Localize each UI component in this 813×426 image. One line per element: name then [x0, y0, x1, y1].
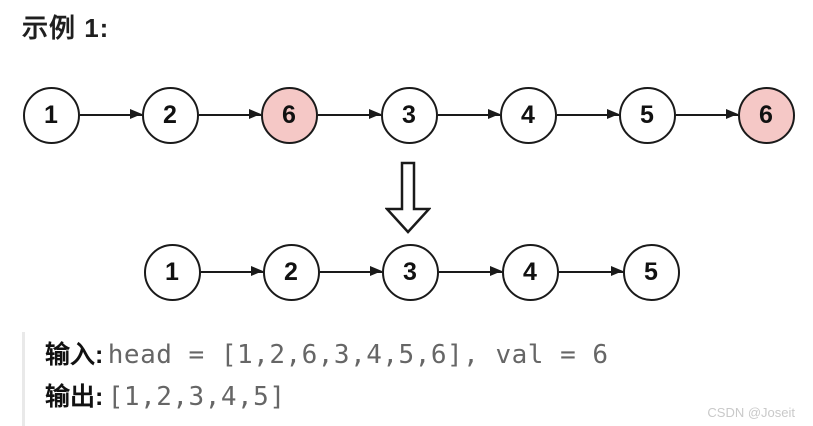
- next-pointer-arrow: [200, 265, 263, 276]
- next-pointer-arrow: [317, 108, 381, 119]
- input-list-node: 5: [618, 86, 676, 144]
- output-line: 输出: [1,2,3,4,5]: [45, 378, 805, 420]
- output-list-node: 3: [381, 243, 439, 301]
- input-value: head = [1,2,6,3,4,5,6], val = 6: [107, 340, 609, 370]
- input-list-node: 6: [260, 86, 318, 144]
- input-list-node: 6: [737, 86, 795, 144]
- input-list-node: 1: [22, 86, 80, 144]
- next-pointer-arrow: [558, 265, 623, 276]
- input-list-node: 3: [380, 86, 438, 144]
- example-title: 示例 1:: [22, 13, 110, 43]
- input-line: 输入: head = [1,2,6,3,4,5,6], val = 6: [45, 336, 805, 378]
- input-label: 输入:: [45, 341, 104, 369]
- watermark: CSDN @Joseit: [707, 405, 795, 420]
- next-pointer-arrow: [556, 108, 619, 119]
- next-pointer-arrow: [319, 265, 382, 276]
- output-value: [1,2,3,4,5]: [107, 382, 286, 412]
- next-pointer-arrow: [438, 265, 502, 276]
- input-list-node: 4: [499, 86, 557, 144]
- output-list-node: 4: [501, 243, 559, 301]
- next-pointer-arrow: [437, 108, 500, 119]
- output-list-node: 2: [262, 243, 320, 301]
- input-list-node: 2: [141, 86, 199, 144]
- next-pointer-arrow: [198, 108, 261, 119]
- down-arrow-icon: [385, 161, 431, 234]
- next-pointer-arrow: [675, 108, 738, 119]
- next-pointer-arrow: [79, 108, 142, 119]
- output-list-node: 1: [143, 243, 201, 301]
- output-list-node: 5: [622, 243, 680, 301]
- io-block: 输入: head = [1,2,6,3,4,5,6], val = 6 输出: …: [22, 332, 805, 426]
- output-label: 输出:: [45, 383, 104, 411]
